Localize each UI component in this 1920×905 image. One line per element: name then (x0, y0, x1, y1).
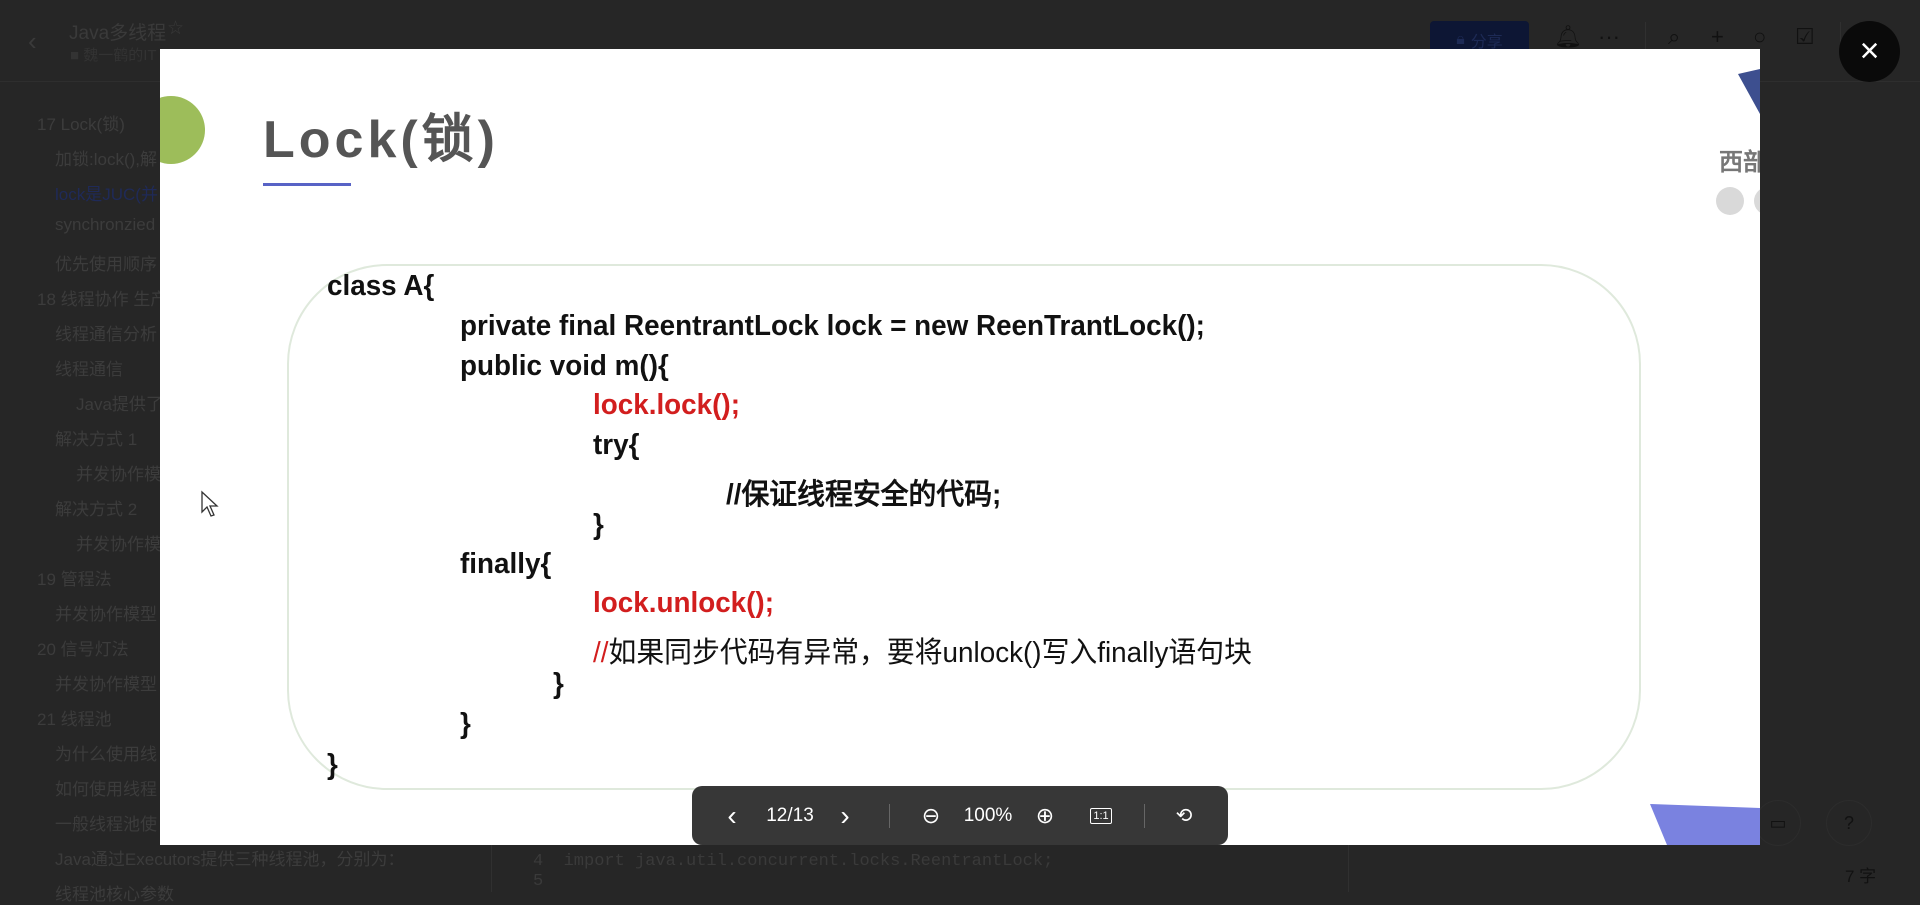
code-line: } (327, 749, 338, 781)
sidebar-outline-item[interactable]: 18 线程协作 生产 (37, 290, 168, 309)
line-number: 5 (533, 872, 544, 891)
viewer-toolbar: ‹ 12/13 › ⊖ 100% ⊕ 1:1 ⟲ (692, 786, 1228, 845)
sidebar-outline-item[interactable]: 如何使用线程 (55, 780, 157, 799)
green-circle-decoration (160, 96, 205, 164)
sidebar-outline-item[interactable]: 线程通信 (55, 360, 123, 379)
sidebar-outline-item[interactable]: 21 线程池 (37, 710, 112, 729)
actual-size-button[interactable]: 1:1 (1088, 786, 1114, 845)
sidebar-outline-item[interactable]: synchronzied (55, 215, 156, 234)
sidebar-outline-item[interactable]: 线程池核心参数 (55, 885, 174, 904)
sidebar-outline-item[interactable]: Java通过Executors提供三种线程池，分别为： (55, 850, 405, 869)
next-page-button[interactable]: › (840, 799, 850, 831)
code-line: finally{ (460, 548, 552, 580)
sidebar-outline-item[interactable]: 17 Lock(锁) (37, 115, 125, 134)
share-label: 分享 (1470, 33, 1503, 51)
close-icon: × (1859, 32, 1880, 70)
logo-text: 西部 (1719, 149, 1760, 176)
blue-shape-decoration (1650, 804, 1760, 845)
lock-icon: 🔒︎ (1456, 30, 1465, 48)
mouse-cursor-icon (201, 490, 219, 517)
image-preview: Lock(锁) 西部 class A{ private final Reentr… (160, 49, 1760, 845)
editor-divider (1348, 845, 1349, 892)
sidebar-outline-item[interactable]: 并发协作模型 (55, 675, 157, 694)
bell-icon[interactable]: 🔔︎ (1554, 24, 1582, 49)
breadcrumb[interactable]: ■ 魏一鹤的IT (70, 44, 157, 65)
code-line: try{ (593, 429, 640, 461)
sidebar-outline-item[interactable]: 并发协作模 (76, 465, 161, 484)
folder-icon: ■ (70, 47, 84, 64)
rotate-icon[interactable]: ⟲ (1175, 805, 1193, 827)
code-line: class A{ (327, 270, 435, 302)
comment-slashes: // (593, 637, 609, 669)
sidebar-outline-item[interactable]: 20 信号灯法 (37, 640, 129, 659)
search-icon[interactable]: ⌕ (1668, 24, 1681, 49)
toolbar-divider (889, 804, 890, 828)
sidebar-outline-item[interactable]: 一般线程池使 (55, 815, 157, 834)
code-line: public void m(){ (460, 350, 669, 382)
plus-icon[interactable]: + (1711, 24, 1724, 49)
zoom-out-icon[interactable]: ⊖ (921, 802, 941, 828)
sidebar-outline-item[interactable]: 19 管程法 (37, 570, 112, 589)
checkbox-icon[interactable]: ☑ (1795, 24, 1815, 49)
page-indicator: 12/13 (766, 804, 814, 826)
sidebar-outline-item[interactable]: 加锁:lock(),解 (55, 150, 157, 169)
code-line-highlight: lock.lock(); (593, 389, 740, 421)
title-underline (263, 183, 351, 186)
help-icon[interactable]: ? (1826, 800, 1872, 846)
editor-line-5[interactable]: 5 (533, 872, 543, 892)
blue-triangle-decoration (1738, 69, 1760, 114)
gray-dot (1716, 187, 1744, 215)
breadcrumb-text: 魏一鹤的IT (83, 47, 157, 64)
close-viewer-button[interactable]: × (1839, 21, 1900, 82)
sidebar-outline-item[interactable]: lock是JUC(并 (55, 185, 158, 204)
editor-line-4[interactable]: 4 import java.util.concurrent.locks.Reen… (533, 852, 1053, 872)
sidebar-outline-item[interactable]: 解决方式 1 (55, 430, 138, 449)
line-number: 4 (533, 852, 544, 871)
sidebar-outline-item[interactable]: Java提供了 (76, 395, 163, 414)
sidebar-outline-item[interactable]: 优先使用顺序 (55, 255, 157, 274)
comment-panel-icon[interactable]: ▭ (1755, 800, 1801, 846)
code-line-highlight: lock.unlock(); (593, 587, 774, 619)
star-icon[interactable]: ☆ (167, 18, 185, 39)
code-line: } (593, 509, 604, 541)
line-code: import java.util.concurrent.locks.Reentr… (563, 852, 1054, 871)
actual-size-label: 1:1 (1090, 807, 1112, 824)
gray-dot (1754, 187, 1760, 215)
code-comment: //保证线程安全的代码; (726, 479, 1002, 511)
lightbulb-icon[interactable]: ○ (1753, 24, 1767, 49)
code-comment: //如果同步代码有异常，要将unlock()写入finally语句块 (593, 629, 1252, 671)
sidebar-outline-item[interactable]: 并发协作模型 (55, 605, 157, 624)
word-count: 7 字 (1845, 867, 1877, 886)
code-line: private final ReentrantLock lock = new R… (460, 310, 1205, 342)
comment-text: 如果同步代码有异常，要将unlock()写入finally语句块 (608, 637, 1252, 669)
toolbar-divider (1144, 804, 1145, 828)
slide-title: Lock(锁) (263, 111, 500, 169)
sidebar-outline-item[interactable]: 为什么使用线 (55, 745, 157, 764)
divider (1645, 22, 1646, 56)
sidebar-outline-item[interactable]: 解决方式 2 (55, 500, 138, 519)
zoom-level: 100% (963, 804, 1013, 826)
sidebar-outline-item[interactable]: 线程通信分析 (55, 325, 157, 344)
zoom-in-icon[interactable]: ⊕ (1035, 802, 1055, 828)
code-line: } (553, 668, 564, 700)
back-arrow-icon[interactable]: ‹ (28, 26, 37, 56)
more-icon[interactable]: ··· (1598, 24, 1620, 49)
code-line: } (460, 708, 471, 740)
previous-page-button[interactable]: ‹ (727, 799, 737, 831)
sidebar-outline-item[interactable]: 并发协作模 (76, 535, 161, 554)
document-title: Java多线程 (69, 23, 167, 44)
